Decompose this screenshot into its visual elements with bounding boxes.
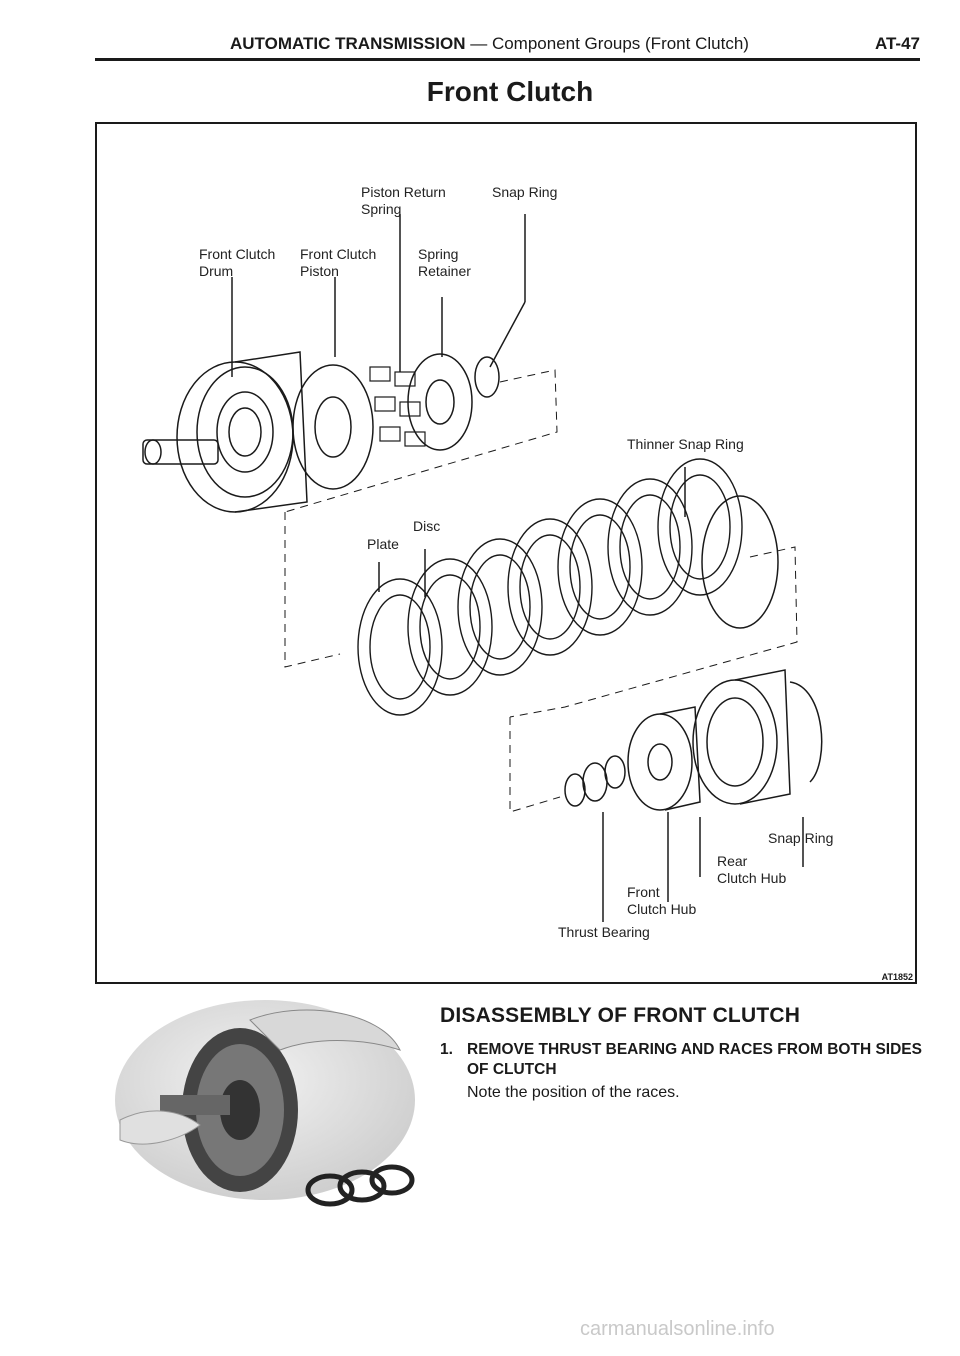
page-number: AT-47 [874,34,920,53]
diagram-labels: Piston Return Spring Snap Ring Front Clu… [95,122,917,984]
figure-frame [95,122,917,984]
label-thinner-snap-ring: Thinner Snap Ring [627,436,744,452]
step-number: 1. [440,1041,453,1058]
header-title: AUTOMATIC TRANSMISSION — Component Group… [230,34,749,53]
section-title: DISASSEMBLY OF FRONT CLUTCH [440,1004,801,1027]
disassembly-photo [100,990,430,1220]
label-disc: Disc [413,518,441,534]
label-piston-return-spring: Piston Return Spring [361,184,446,217]
label-plate: Plate [367,536,399,552]
label-thrust-bearing: Thrust Bearing [558,924,650,940]
label-snap-ring-top: Snap Ring [492,184,558,200]
page-title: Front Clutch [426,76,594,107]
label-front-clutch-hub: Front Clutch Hub [627,884,697,917]
page-header: AUTOMATIC TRANSMISSION — Component Group… [95,34,920,58]
label-front-clutch-drum: Front Clutch Drum [199,246,276,279]
watermark: carmanualsonline.info [580,1318,775,1340]
label-spring-retainer: Spring Retainer [418,246,471,279]
figure-code: AT1852 [881,972,913,982]
step-note: Note the position of the races. [467,1084,680,1101]
step-text: REMOVE THRUST BEARING AND RACES FROM BOT… [467,1041,922,1078]
label-front-clutch-piston: Front Clutch Piston [300,246,377,279]
header-rule [95,58,920,61]
label-rear-clutch-hub: Rear Clutch Hub [717,853,787,886]
label-snap-ring-bottom: Snap Ring [768,830,834,846]
exploded-diagram [142,214,823,922]
